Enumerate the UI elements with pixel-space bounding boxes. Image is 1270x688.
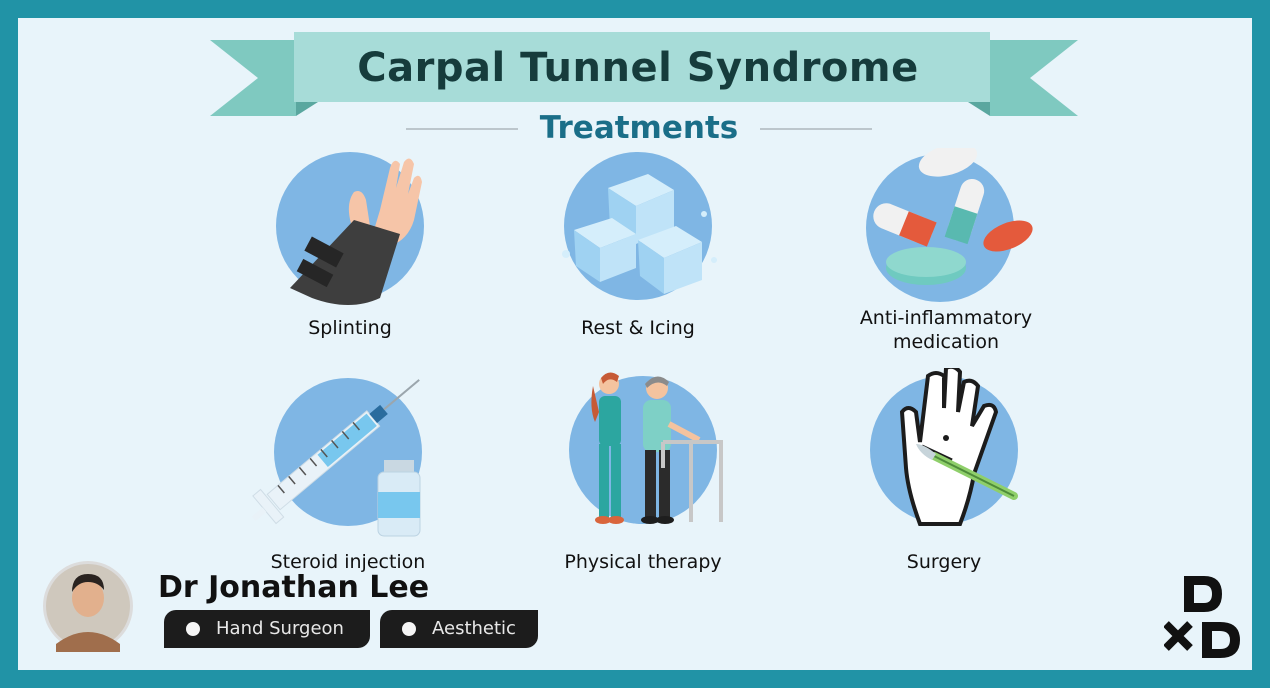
walker-therapy-icon bbox=[569, 372, 723, 524]
subtitle-block: Treatments bbox=[406, 106, 872, 150]
tag-label: Aesthetic bbox=[432, 618, 516, 639]
doctor-avatar bbox=[43, 561, 133, 652]
treatment-splinting: Splinting bbox=[230, 148, 470, 368]
subtitle-rule-right bbox=[760, 128, 872, 130]
dxd-logo-icon bbox=[1164, 576, 1240, 658]
page-subtitle: Treatments bbox=[539, 110, 739, 146]
treatment-label: Splinting bbox=[308, 317, 392, 339]
treatment-steroid-injection: Steroid injection bbox=[228, 368, 468, 588]
ice-cubes-icon bbox=[562, 152, 717, 300]
treatment-rest-icing: Rest & Icing bbox=[518, 148, 758, 368]
infographic-card: Carpal Tunnel Syndrome Treatments Splint… bbox=[18, 18, 1252, 670]
treatment-label: Rest & Icing bbox=[581, 317, 695, 339]
bullet-dot-icon bbox=[186, 622, 200, 636]
wrist-splint-icon bbox=[276, 152, 424, 305]
treatment-surgery: Surgery bbox=[824, 368, 1064, 588]
tag-hand-surgeon: Hand Surgeon bbox=[164, 610, 370, 648]
tag-label: Hand Surgeon bbox=[216, 618, 344, 639]
treatment-label: Anti-inflammatory medication bbox=[859, 307, 1033, 353]
treatment-label: Surgery bbox=[906, 551, 982, 573]
title-ribbon bbox=[210, 32, 1078, 116]
syringe-icon bbox=[251, 378, 422, 537]
treatment-physical-therapy: Physical therapy bbox=[523, 368, 763, 588]
page-title: Carpal Tunnel Syndrome bbox=[357, 45, 919, 91]
hand-scalpel-icon bbox=[870, 368, 1018, 526]
bullet-dot-icon bbox=[402, 622, 416, 636]
doctor-name: Dr Jonathan Lee bbox=[158, 570, 430, 605]
tag-aesthetic: Aesthetic bbox=[380, 610, 538, 648]
pills-icon bbox=[866, 148, 1033, 302]
treatment-anti-inflammatory: Anti-inflammatory medication bbox=[826, 148, 1066, 368]
treatment-label: Steroid injection bbox=[270, 551, 426, 573]
subtitle-rule-left bbox=[406, 128, 518, 130]
treatment-label: Physical therapy bbox=[564, 551, 722, 573]
